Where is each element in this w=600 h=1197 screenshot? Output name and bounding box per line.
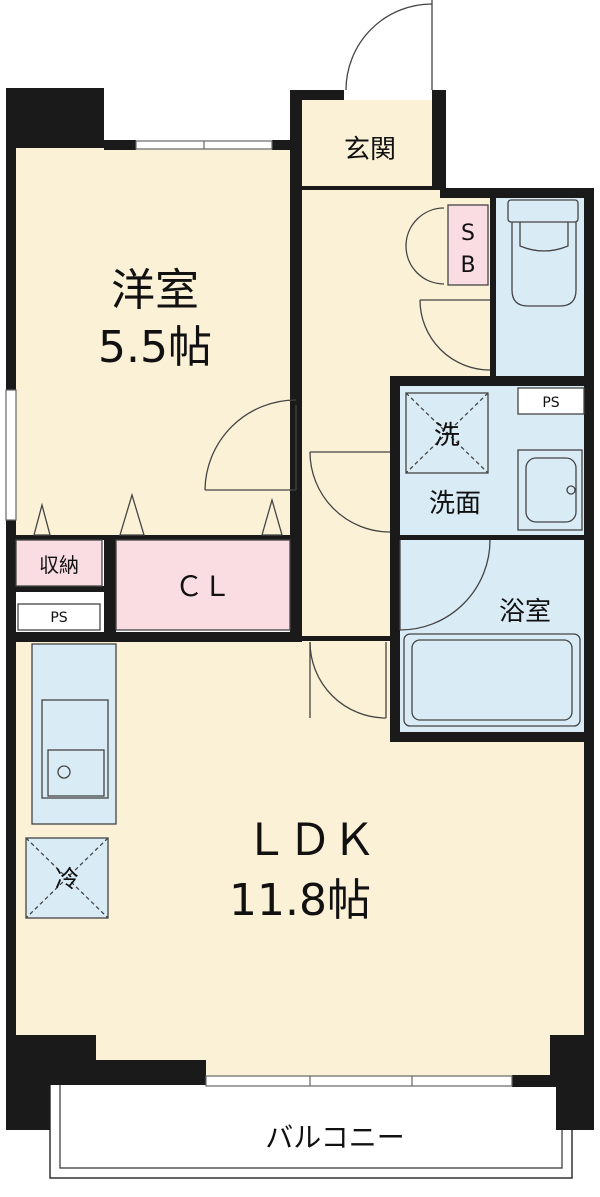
entrance-floor <box>296 100 442 190</box>
walls <box>6 88 594 1130</box>
window-ldk-bottom <box>205 1075 513 1087</box>
closet-floor <box>116 540 292 630</box>
fridge-label: 冷 <box>55 865 79 893</box>
western-door <box>204 399 297 491</box>
closet-label: ＣＬ <box>175 570 231 603</box>
windows <box>5 140 513 1087</box>
toilet-door <box>419 299 491 371</box>
entrance-door <box>345 0 433 91</box>
western-room-name: 洋室 <box>111 265 199 316</box>
storage-floor <box>14 540 102 588</box>
ps-label-left: PS <box>50 610 67 626</box>
ldk-name: ＬＤＫ <box>244 815 376 866</box>
ps-label-right: PS <box>542 395 559 411</box>
ldk-door <box>309 641 387 719</box>
labels: 洋室 5.5帖 玄関 S B PS 洗 洗面 浴室 収納 ＣＬ PS 冷 ＬＤＫ… <box>39 135 560 1154</box>
closet-door-triangle-1 <box>33 502 51 536</box>
shoebox-floor <box>448 205 488 285</box>
washroom-label: 洗面 <box>429 489 481 519</box>
shoebox-outline <box>447 204 489 286</box>
washroom-door <box>309 451 391 533</box>
doors <box>33 0 491 719</box>
bathtub-fixture <box>403 633 581 727</box>
washer-space <box>405 392 489 474</box>
window-western-left <box>5 389 17 521</box>
kitchen-counter <box>31 643 117 825</box>
washer-label: 洗 <box>434 421 460 451</box>
fridge-space <box>25 837 109 919</box>
ps-box-right <box>517 387 585 415</box>
bathroom-label: 浴室 <box>499 597 551 627</box>
closet-door-triangle-3 <box>261 497 283 536</box>
toilet-floor <box>496 198 586 376</box>
ldk-size: 11.8帖 <box>229 875 371 926</box>
bathroom-floor <box>400 540 586 736</box>
closet-door-triangle-2 <box>119 492 145 536</box>
ps-box-left <box>17 603 101 631</box>
entrance-label: 玄関 <box>344 135 396 165</box>
shoebox-label-b: B <box>460 253 475 278</box>
balcony-label: バルコニー <box>265 1121 404 1154</box>
bath-door <box>399 539 491 631</box>
washbasin-fixture <box>517 449 583 531</box>
western-room-size: 5.5帖 <box>98 322 212 373</box>
toilet-fixture <box>507 199 579 307</box>
storage-label: 収納 <box>39 553 79 577</box>
shoebox-label-s: S <box>461 221 475 246</box>
western-room-floor <box>14 145 296 535</box>
fixtures <box>15 199 585 919</box>
